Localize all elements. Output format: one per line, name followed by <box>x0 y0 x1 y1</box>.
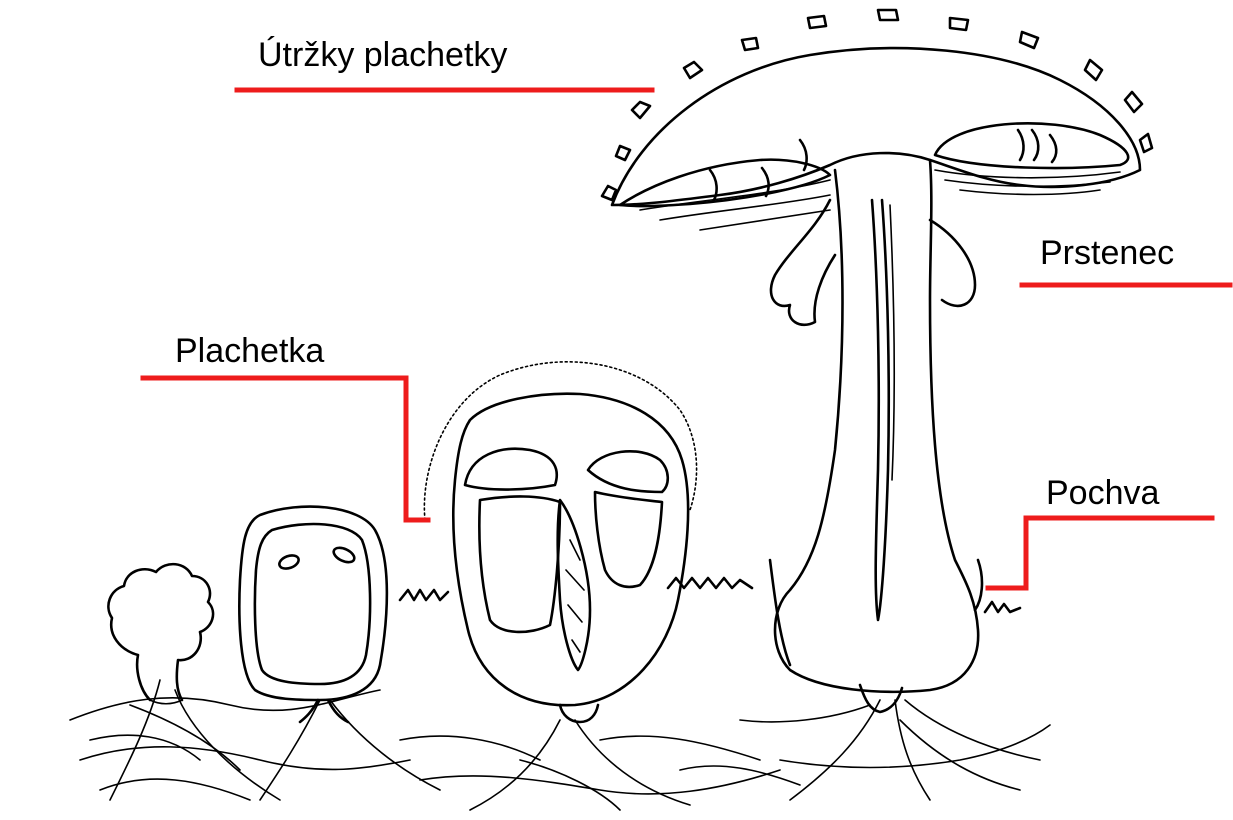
leader-volva <box>988 518 1212 588</box>
label-universal-veil: Plachetka <box>175 334 324 368</box>
label-ring: Prstenec <box>1040 236 1174 270</box>
mushroom-mature <box>602 10 1152 712</box>
zigzag-1 <box>400 590 448 600</box>
mushroom-egg <box>239 507 387 722</box>
mycelium-roots <box>70 680 1050 810</box>
mushroom-opening <box>424 362 696 722</box>
label-volva: Pochva <box>1046 476 1159 510</box>
leader-universal-veil <box>143 378 428 520</box>
mushroom-bud-smallest <box>108 564 213 704</box>
label-veil-remnants: Útržky plachetky <box>258 38 507 72</box>
